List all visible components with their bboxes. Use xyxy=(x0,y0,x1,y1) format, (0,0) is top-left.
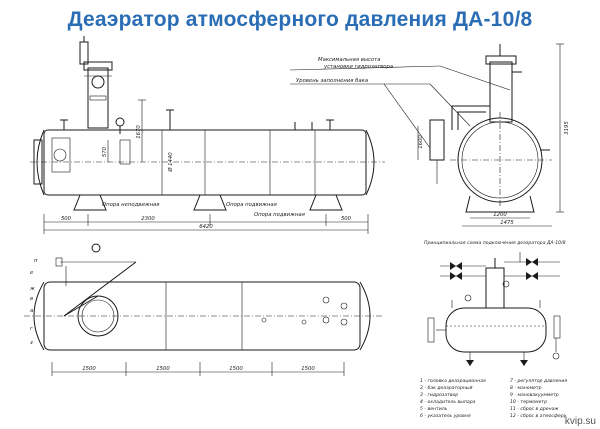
legend-item-11: 11 - сброс в дренаж xyxy=(510,406,559,412)
plan-letter-a: а xyxy=(30,308,33,314)
side-dim-base: 1200 xyxy=(493,212,507,218)
front-dim-h2: 570 xyxy=(102,146,108,157)
front-dim-right: 500 xyxy=(341,216,352,222)
legend-item-12: 12 - сброс в атмосферу xyxy=(510,413,567,419)
plan-letter-p: п xyxy=(34,258,38,264)
legend-item-7: 7 - регулятор давления xyxy=(510,378,567,384)
schematic-caption: Принципиальная схема подключения деаэрат… xyxy=(424,240,566,246)
label-support-movable-2: Опора подвижная xyxy=(254,212,306,218)
legend-item-1: 1 - головка деаэрационная xyxy=(420,378,486,384)
label-fill-level: Уровень заполнения бака xyxy=(296,78,368,84)
plan-dim-3: 1500 xyxy=(229,366,243,372)
plan-view: 1500 1500 1500 1500 п е ж в а г з xyxy=(24,243,384,376)
front-dim-total: 6420 xyxy=(199,224,213,230)
legend-item-4: 4 - охладитель выпара xyxy=(420,399,476,405)
legend-item-8: 8 - манометр xyxy=(510,385,542,391)
legend-item-5: 5 - вентиль xyxy=(420,406,448,412)
front-dim-left: 500 xyxy=(61,216,72,222)
plan-letter-e: е xyxy=(30,270,34,276)
plan-dim-4: 1500 xyxy=(301,366,315,372)
label-support-movable-1: Опора подвижная xyxy=(226,202,278,208)
plan-letter-z: з xyxy=(30,340,33,346)
plan-letter-zh: ж xyxy=(29,286,35,292)
plan-letter-g: г xyxy=(30,326,33,332)
plan-dim-1: 1500 xyxy=(82,366,96,372)
side-dim-seal: 1600 xyxy=(418,135,424,149)
front-dim-middle: 2300 xyxy=(141,216,155,222)
front-dim-h1: 1670 xyxy=(136,125,142,139)
watermark: kvip.su xyxy=(565,416,596,427)
drawing-title: Деаэратор атмосферного давления ДА-10/8 xyxy=(68,8,533,31)
side-view: Максимальная высота установки гидрозатво… xyxy=(289,43,570,227)
side-dim-height: 3195 xyxy=(564,121,570,135)
legend-item-9: 9 - мановакуумметр xyxy=(510,392,559,398)
connection-schematic: Принципиальная схема подключения деаэрат… xyxy=(420,240,567,419)
front-view: 500 2300 500 6420 1670 570 Ø 1440 Опора … xyxy=(30,36,385,234)
front-dim-diameter: Ø 1440 xyxy=(167,152,174,173)
legend-item-2: 2 - бак деаэраторный xyxy=(420,385,472,391)
plan-dim-2: 1500 xyxy=(156,366,170,372)
legend-item-6: 6 - указатель уровня xyxy=(420,413,471,419)
legend-item-3: 3 - гидрозатвор xyxy=(420,392,458,398)
plan-letter-v: в xyxy=(30,296,33,302)
legend-item-10: 10 - термометр xyxy=(510,399,547,405)
label-max-height-1: Максимальная высота xyxy=(318,57,381,63)
label-support-fixed: Опора неподвижная xyxy=(102,202,160,208)
label-max-height-2: установки гидрозатвора xyxy=(323,64,393,70)
side-dim-overall: 1475 xyxy=(500,220,514,226)
